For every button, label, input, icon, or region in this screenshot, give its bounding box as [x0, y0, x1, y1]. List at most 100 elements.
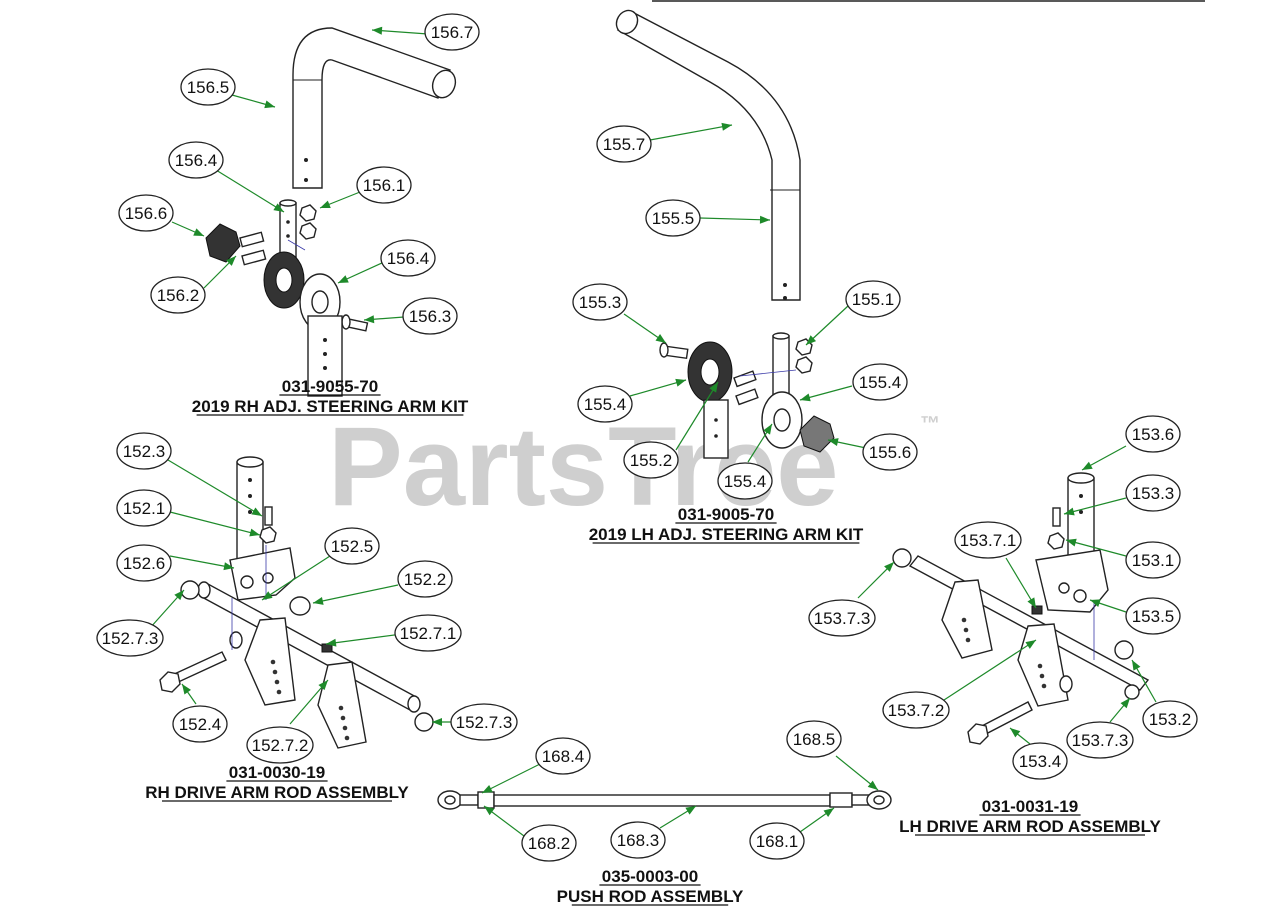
callout-label: 156.2	[157, 286, 200, 305]
callout-153-7-2[interactable]: 153.7.2	[882, 639, 1037, 729]
callout-label: 155.5	[652, 209, 695, 228]
leader-arrow	[828, 438, 839, 446]
callout-168-5[interactable]: 168.5	[786, 720, 879, 791]
callout-label: 155.4	[859, 373, 902, 392]
callout-label: 152.7.2	[252, 736, 309, 755]
callout-bubble	[150, 276, 206, 314]
leader-arrow	[372, 26, 383, 35]
callout-152-6[interactable]: 152.6	[116, 544, 235, 582]
callout-156-4[interactable]: 156.4	[337, 239, 436, 284]
callout-label: 152.7.1	[400, 624, 457, 643]
leader-line	[169, 511, 261, 536]
callout-155-1[interactable]: 155.1	[805, 280, 901, 346]
callout-156-7[interactable]: 156.7	[371, 13, 480, 51]
caption-title: PUSH ROD ASSEMBLY	[557, 887, 744, 906]
pin-152-3	[264, 506, 273, 526]
callout-153-7-3[interactable]: 153.7.3	[808, 561, 895, 637]
leader-arrow	[675, 378, 686, 387]
callout-152-5[interactable]: 152.5	[261, 527, 380, 601]
leader-arrow	[251, 507, 262, 516]
callout-155-5[interactable]: 155.5	[645, 199, 771, 237]
callout-155-4[interactable]: 155.4	[577, 378, 687, 423]
callout-label: 168.5	[793, 730, 836, 749]
rh-drive-arm-rod-assembly	[159, 456, 434, 749]
callout-152-3[interactable]: 152.3	[116, 432, 263, 517]
callout-152-7-3[interactable]: 152.7.3	[96, 589, 185, 657]
callout-152-4[interactable]: 152.4	[172, 683, 228, 743]
callout-label: 153.4	[1019, 752, 1062, 771]
callout-label: 153.3	[1132, 484, 1175, 503]
callout-156-3[interactable]: 156.3	[363, 297, 458, 335]
callout-bubble	[118, 194, 174, 232]
callout-bubble	[786, 720, 842, 758]
jam-nut-168-2	[477, 791, 495, 809]
callout-155-3[interactable]: 155.3	[572, 283, 667, 344]
callout-label: 152.7.3	[456, 713, 513, 732]
callout-168-4[interactable]: 168.4	[481, 737, 591, 794]
callout-152-7-1[interactable]: 152.7.1	[325, 614, 462, 652]
callout-155-2[interactable]: 155.2	[623, 381, 719, 479]
callout-bubble	[397, 560, 453, 598]
leader-arrow	[338, 275, 349, 283]
callout-153-7-3[interactable]: 153.7.3	[1066, 697, 1134, 759]
callout-168-2[interactable]: 168.2	[483, 805, 577, 862]
callout-bubble	[862, 433, 918, 471]
callout-156-6[interactable]: 156.6	[118, 194, 205, 237]
leader-arrow	[1025, 640, 1036, 649]
callout-152-7-2[interactable]: 152.7.2	[246, 679, 329, 764]
callout-156-5[interactable]: 156.5	[180, 68, 276, 109]
callout-label: 152.7.3	[102, 629, 159, 648]
callout-label: 153.2	[1149, 710, 1192, 729]
callout-153-3[interactable]: 153.3	[1063, 474, 1181, 516]
caption-part-number: 031-9005-70	[678, 505, 774, 524]
callout-152-1[interactable]: 152.1	[116, 489, 261, 537]
callout-153-4[interactable]: 153.4	[1009, 727, 1068, 780]
callout-153-2[interactable]: 153.2	[1131, 659, 1198, 738]
caption-title: 2019 LH ADJ. STEERING ARM KIT	[589, 525, 864, 544]
callout-bubble	[394, 614, 462, 652]
callout-152-7-3[interactable]: 152.7.3	[432, 703, 518, 741]
callout-168-1[interactable]: 168.1	[749, 807, 835, 860]
callout-155-6[interactable]: 155.6	[827, 433, 918, 471]
callout-label: 168.1	[756, 832, 799, 851]
callout-156-1[interactable]: 156.1	[319, 166, 412, 209]
callout-bubble	[623, 441, 679, 479]
callout-153-1[interactable]: 153.1	[1065, 538, 1181, 579]
callout-152-2[interactable]: 152.2	[312, 560, 453, 605]
leader-line	[1065, 539, 1127, 557]
callout-155-4[interactable]: 155.4	[799, 363, 908, 402]
callout-155-4[interactable]: 155.4	[717, 423, 773, 500]
callout-bubble	[852, 363, 908, 401]
push-rod-assembly	[437, 790, 892, 810]
leader-line	[699, 217, 771, 221]
callout-bubble	[246, 726, 314, 764]
caption-part-number: 031-0031-19	[982, 797, 1078, 816]
callout-168-3[interactable]: 168.3	[610, 805, 697, 859]
callout-label: 152.6	[123, 554, 166, 573]
leader-line	[261, 555, 331, 601]
callout-153-7-1[interactable]: 153.7.1	[954, 521, 1037, 609]
callout-bubble	[808, 599, 876, 637]
leader-arrow	[1090, 599, 1101, 607]
callout-label: 152.2	[404, 570, 447, 589]
callout-bubble	[168, 141, 224, 179]
callout-153-5[interactable]: 153.5	[1089, 597, 1181, 635]
callout-bubble	[1125, 474, 1181, 512]
caption-title: RH DRIVE ARM ROD ASSEMBLY	[145, 783, 409, 802]
callout-153-6[interactable]: 153.6	[1081, 415, 1181, 471]
callout-label: 168.3	[617, 831, 660, 850]
leader-arrow	[800, 393, 811, 402]
callout-155-7[interactable]: 155.7	[596, 122, 733, 163]
callout-156-2[interactable]: 156.2	[150, 255, 237, 314]
leader-arrow	[1027, 597, 1036, 608]
caption-part-number: 031-9055-70	[282, 377, 378, 396]
callout-156-4[interactable]: 156.4	[168, 141, 285, 213]
callout-bubble	[424, 13, 480, 51]
leader-arrow	[806, 335, 817, 345]
lower-post-155	[703, 399, 729, 459]
callout-label: 156.5	[187, 78, 230, 97]
